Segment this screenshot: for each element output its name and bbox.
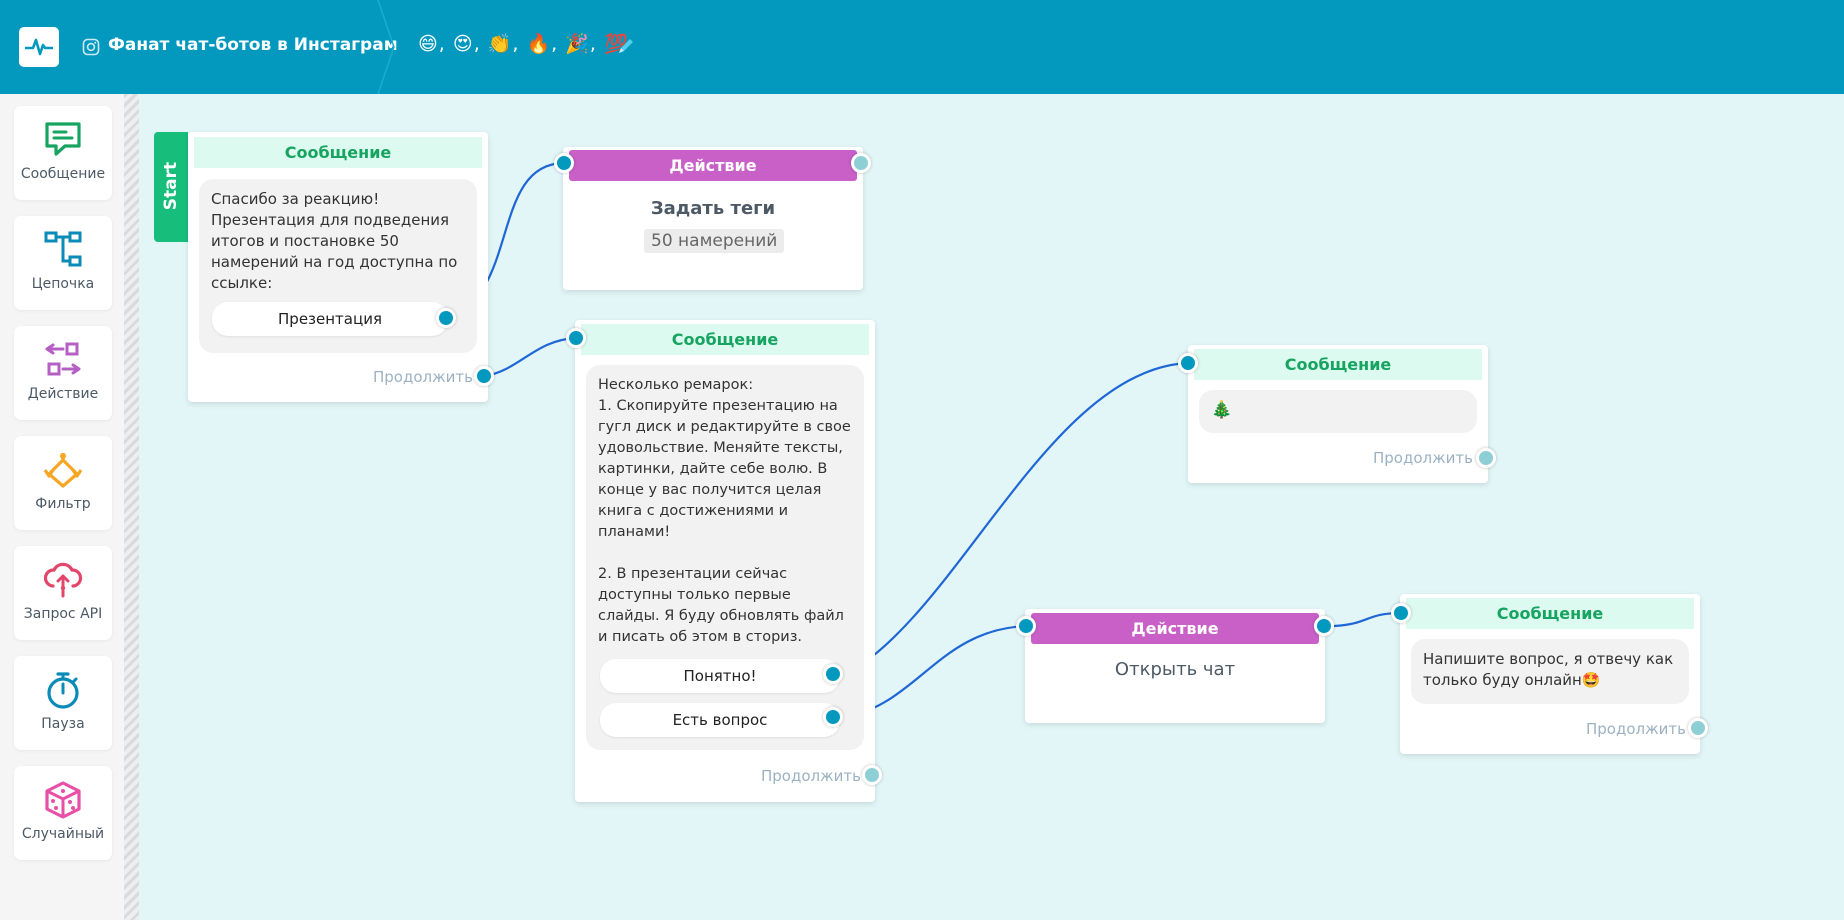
message-icon xyxy=(45,122,81,156)
top-bar: Фанат чат-ботов в Инстаграм 😄, 😍, 👏, 🔥, … xyxy=(0,0,1844,94)
stopwatch-icon xyxy=(47,672,79,709)
node-start-message[interactable]: Сообщение Спасибо за реакцию! Презентаци… xyxy=(188,132,488,402)
tools-sidebar: Сообщение Цепочка Действие Фильтр xyxy=(0,94,124,920)
tool-pause-label: Пауза xyxy=(41,716,85,732)
port-question[interactable] xyxy=(823,707,843,727)
node-message-tree[interactable]: Сообщение 🎄 Продолжить xyxy=(1188,345,1488,483)
tool-filter[interactable]: Фильтр xyxy=(14,436,112,530)
node-header: Сообщение xyxy=(1194,349,1482,380)
message-text: 🎄 xyxy=(1199,390,1477,433)
tool-api-request[interactable]: Запрос API xyxy=(14,546,112,640)
node-action-open-chat[interactable]: Действие Открыть чат xyxy=(1025,609,1325,723)
node-header: Действие xyxy=(569,150,857,181)
start-label: Start xyxy=(161,161,181,211)
node-header: Сообщение xyxy=(581,324,869,355)
app-logo[interactable] xyxy=(19,27,59,67)
node-header: Сообщение xyxy=(194,137,482,168)
action-title: Задать теги xyxy=(650,198,776,219)
start-marker: Start xyxy=(154,132,188,242)
port-remarks-continue[interactable] xyxy=(862,765,882,785)
message-text: Напишите вопрос, я отвечу как только буд… xyxy=(1411,639,1689,704)
action-icon xyxy=(45,342,81,376)
bot-title: Фанат чат-ботов в Инстаграм xyxy=(108,35,398,55)
port-chat-in[interactable] xyxy=(1016,616,1036,636)
port-online-in[interactable] xyxy=(1391,603,1411,623)
tool-message-label: Сообщение xyxy=(20,166,106,182)
button-question[interactable]: Есть вопрос xyxy=(600,703,840,737)
continue-label: Продолжить xyxy=(1586,720,1686,738)
chain-icon xyxy=(44,231,82,267)
tool-random-label: Случайный xyxy=(21,826,105,842)
port-tags-out[interactable] xyxy=(851,153,871,173)
node-header: Сообщение xyxy=(1406,598,1694,629)
instagram-icon xyxy=(82,38,100,56)
node-message-remarks[interactable]: Сообщение Несколько ремарок: 1. Скопируй… xyxy=(575,320,875,802)
node-message-online[interactable]: Сообщение Напишите вопрос, я отвечу как … xyxy=(1400,594,1700,754)
node-header: Действие xyxy=(1031,613,1319,644)
port-presentation[interactable] xyxy=(436,308,456,328)
tool-action[interactable]: Действие xyxy=(14,326,112,420)
port-understood[interactable] xyxy=(823,664,843,684)
port-chat-out[interactable] xyxy=(1314,616,1334,636)
node-action-tags[interactable]: Действие Задать теги 50 намерений xyxy=(563,147,863,290)
continue-label: Продолжить xyxy=(761,767,861,785)
port-start-continue[interactable] xyxy=(474,366,494,386)
continue-label: Продолжить xyxy=(373,368,473,386)
port-online-continue[interactable] xyxy=(1688,718,1708,738)
tool-message[interactable]: Сообщение xyxy=(14,106,112,200)
button-presentation[interactable]: Презентация xyxy=(212,302,448,336)
cloud-api-icon xyxy=(43,562,83,598)
button-understood[interactable]: Понятно! xyxy=(600,659,840,693)
tool-random[interactable]: Случайный xyxy=(14,766,112,860)
tag-badge: 50 намерений xyxy=(644,229,785,253)
pulse-icon xyxy=(25,38,53,56)
dice-icon xyxy=(45,781,81,819)
filter-icon xyxy=(43,453,83,488)
port-tags-in[interactable] xyxy=(554,153,574,173)
continue-label: Продолжить xyxy=(1373,449,1473,467)
tool-chain-label: Цепочка xyxy=(31,276,95,292)
tool-filter-label: Фильтр xyxy=(35,496,91,512)
tool-action-label: Действие xyxy=(27,386,99,402)
tool-api-label: Запрос API xyxy=(23,606,103,622)
tool-pause[interactable]: Пауза xyxy=(14,656,112,750)
action-text: Открыть чат xyxy=(1114,659,1236,680)
port-tree-in[interactable] xyxy=(1178,353,1198,373)
tool-chain[interactable]: Цепочка xyxy=(14,216,112,310)
sidebar-divider xyxy=(124,94,139,920)
edit-pencil-icon[interactable] xyxy=(616,36,636,56)
port-tree-continue[interactable] xyxy=(1476,448,1496,468)
trigger-emojis: 😄, 😍, 👏, 🔥, 🎉, 💯 xyxy=(418,33,629,55)
port-remarks-in[interactable] xyxy=(566,328,586,348)
breadcrumb-separator xyxy=(377,0,395,94)
